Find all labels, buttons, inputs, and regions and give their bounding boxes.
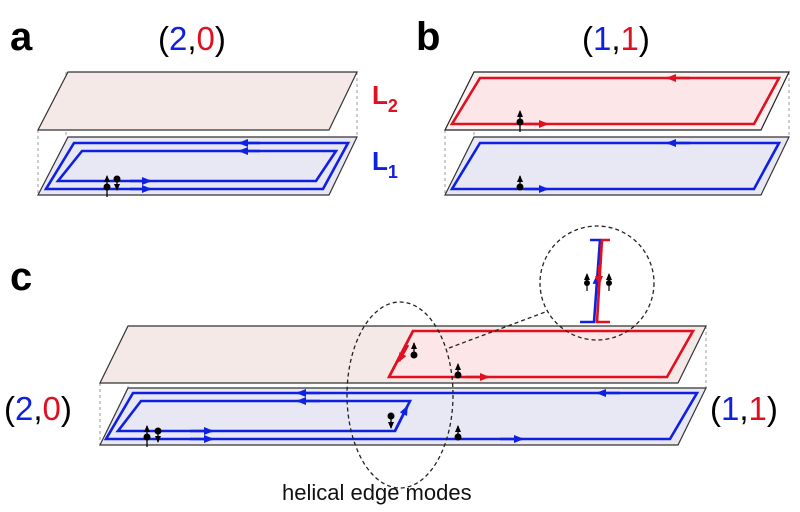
panel-c-right-state-label: (1,1) — [710, 390, 778, 427]
spin-down — [516, 175, 524, 191]
panel-c-red-edge-mode — [386, 329, 696, 379]
panel-c-arrow — [393, 405, 409, 432]
inset-arrow — [592, 274, 601, 296]
panel-b-bottom-layer — [444, 136, 790, 196]
panel-a-bottom-layer — [37, 136, 358, 196]
zoom-inset — [580, 238, 612, 324]
panel-a-top-layer — [37, 71, 358, 131]
panel-c-arrow — [397, 344, 410, 363]
panel-a-state-label: (2,0) — [158, 20, 226, 57]
helical-region-outline — [346, 301, 454, 489]
zoom-connector — [448, 310, 549, 349]
panel-b: b (1,1) — [416, 15, 790, 196]
panel-a: a (2,0) — [10, 15, 358, 197]
zoom-inset-outline — [539, 225, 655, 341]
layer-label-l2: L2 — [372, 80, 398, 116]
layer-labels: L2 L1 — [372, 80, 398, 182]
spin-down — [387, 412, 395, 429]
panel-b-state-label: (1,1) — [582, 20, 650, 57]
spin-down — [454, 425, 462, 441]
panel-c: c (2,0) (1,1) — [4, 225, 778, 505]
panel-b-red-edge-mode — [449, 76, 782, 126]
spin-up — [454, 363, 462, 379]
panel-c-left-state-label: (2,0) — [4, 390, 72, 427]
spin-up — [410, 342, 418, 359]
panel-c-outer-edge-mode — [103, 391, 700, 441]
spin-up-down-pair — [143, 425, 162, 447]
panel-letter-a: a — [10, 15, 33, 59]
helical-edge-modes-caption: helical edge modes — [282, 480, 472, 505]
layer-label-l1: L1 — [372, 146, 398, 182]
spin-up — [516, 110, 524, 132]
spin-up-down-pair — [103, 175, 121, 197]
panel-letter-b: b — [416, 15, 440, 59]
panel-letter-c: c — [10, 255, 32, 299]
